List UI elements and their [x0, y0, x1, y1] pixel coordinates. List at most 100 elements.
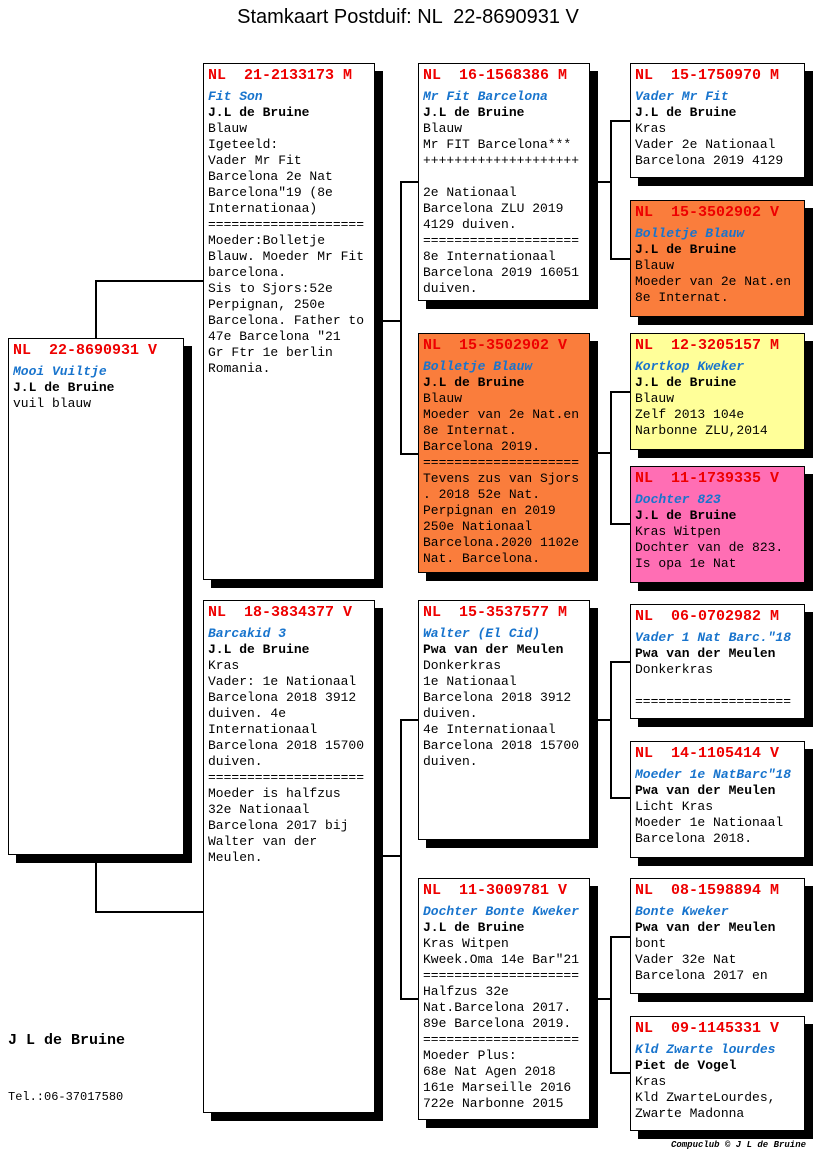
pigeon-detail-line: Halfzus 32e — [423, 984, 509, 999]
pigeon-detail-line: 722e Narbonne 2015 — [423, 1096, 564, 1111]
ring-number: NL 12-3205157 M — [635, 337, 780, 354]
pigeon-detail-line: Kld ZwarteLourdes, — [635, 1090, 776, 1105]
ring-number: NL 21-2133173 M — [208, 67, 353, 84]
pigeon-detail-line: Nat. Barcelona. — [423, 551, 541, 566]
pigeon-detail-line: . 2018 52e Nat. — [423, 487, 541, 502]
pigeon-detail-line: Perpignan en 2019 — [423, 503, 556, 518]
pigeon-detail-line: Moeder van 2e Nat.en — [423, 407, 580, 422]
owner-name: J.L de Bruine — [208, 105, 310, 120]
owner-name: J.L de Bruine — [635, 508, 737, 523]
connector-line — [610, 661, 630, 663]
pedigree-box-g4-6: NL 14-1105414 V Moeder 1e NatBarc"18 Pwa… — [630, 741, 805, 858]
connector-line — [400, 181, 402, 455]
connector-line — [400, 719, 402, 1000]
pigeon-detail-line: 161e Marseille 2016 — [423, 1080, 572, 1095]
owner-name: J.L de Bruine — [13, 380, 115, 395]
pigeon-detail-line: 89e Barcelona 2019. — [423, 1016, 572, 1031]
pedigree-box-dam-dam: NL 11-3009781 V Dochter Bonte Kweker J.L… — [418, 878, 590, 1120]
ring-number: NL 15-1750970 M — [635, 67, 780, 84]
pigeon-detail-line: ==================== — [635, 694, 792, 709]
compuclub-credit: Compuclub © J L de Bruine — [670, 1140, 806, 1150]
pigeon-detail-line: bont — [635, 936, 667, 951]
connector-line — [610, 661, 612, 799]
connector-line — [400, 453, 418, 455]
pigeon-detail-line: Blauw — [423, 391, 463, 406]
owner-name: J.L de Bruine — [423, 920, 525, 935]
pigeon-detail-line: vuil blauw — [13, 396, 92, 411]
connector-line — [590, 998, 610, 1000]
connector-line — [400, 181, 418, 183]
pigeon-detail-line: Igeteeld: — [208, 137, 279, 152]
pigeon-name: Fit Son — [208, 89, 263, 104]
pigeon-name: Dochter Bonte Kweker — [423, 904, 580, 919]
pedigree-box-g4-1: NL 15-1750970 M Vader Mr Fit J.L de Brui… — [630, 63, 805, 178]
pigeon-detail-line: Zelf 2013 104e — [635, 407, 745, 422]
ring-number: NL 15-3502902 V — [423, 337, 568, 354]
pigeon-detail-line: Moeder van 2e Nat.en — [635, 274, 792, 289]
pigeon-details: vuil blauw — [13, 396, 179, 412]
pedigree-box-subject: NL 22-8690931 V Mooi Vuiltje J.L de Brui… — [8, 338, 184, 855]
pigeon-detail-line: Is opa 1e Nat — [635, 556, 737, 571]
card-owner-name: J L de Bruine — [8, 1032, 126, 1049]
page-title: Stamkaart Postduif: NL 22-8690931 V — [237, 6, 579, 28]
pigeon-detail-line: Mr FIT Barcelona*** — [423, 137, 572, 152]
pigeon-name: Bolletje Blauw — [635, 226, 745, 241]
connector-line — [590, 719, 610, 721]
ring-number: NL 22-8690931 V — [13, 342, 158, 359]
pigeon-detail-line — [635, 678, 800, 694]
owner-name: J.L de Bruine — [423, 105, 525, 120]
connector-line — [95, 280, 97, 340]
owner-name: Pwa van der Meulen — [635, 920, 776, 935]
pigeon-detail-line: Barcelona 2019 4129 — [635, 153, 784, 168]
pigeon-name: Kld Zwarte lourdes — [635, 1042, 776, 1057]
pigeon-detail-line: 8e Internationaal — [423, 249, 556, 264]
ring-number: NL 09-1145331 V — [635, 1020, 780, 1037]
connector-line — [590, 181, 610, 183]
pigeon-detail-line: barcelona. — [208, 265, 287, 280]
pigeon-detail-line: Moeder 1e Nationaal — [635, 815, 784, 830]
pigeon-detail-line: Moeder:Bolletje — [208, 233, 326, 248]
connector-line — [610, 258, 630, 260]
pigeon-detail-line: Barcelona 2019. — [423, 439, 541, 454]
ring-number: NL 18-3834377 V — [208, 604, 353, 621]
pigeon-detail-line: ==================== — [208, 770, 365, 785]
connector-line — [375, 320, 400, 322]
pigeon-detail-line: Barcelona 2018 3912 — [208, 690, 357, 705]
pedigree-box-sire: NL 21-2133173 M Fit Son J.L de Bruine Bl… — [203, 63, 375, 580]
pigeon-detail-line: Blauw — [635, 391, 675, 406]
pigeon-detail-line: Moeder is halfzus — [208, 786, 341, 801]
pigeon-name: Walter (El Cid) — [423, 626, 541, 641]
owner-name: Pwa van der Meulen — [635, 783, 776, 798]
pigeon-detail-line: Licht Kras — [635, 799, 714, 814]
pigeon-detail-line: Barcelona 2019 16051 — [423, 265, 580, 280]
pigeon-name: Vader Mr Fit — [635, 89, 729, 104]
pedigree-box-g4-3: NL 12-3205157 M Kortkop Kweker J.L de Br… — [630, 333, 805, 450]
pigeon-detail-line: Gr Ftr 1e berlin — [208, 345, 333, 360]
pigeon-detail-line: Blauw. Moeder Mr Fit — [208, 249, 365, 264]
pigeon-detail-line: Kras — [208, 658, 240, 673]
owner-name: Piet de Vogel — [635, 1058, 737, 1073]
connector-line — [400, 719, 418, 721]
ring-number: NL 14-1105414 V — [635, 745, 780, 762]
pigeon-detail-line: Barcelona. Father to — [208, 313, 365, 328]
pigeon-detail-line: 8e Internat. — [635, 290, 729, 305]
connector-line — [610, 936, 612, 1074]
pigeon-detail-line: Kras Witpen — [423, 936, 509, 951]
pigeon-detail-line: ==================== — [208, 217, 365, 232]
ring-number: NL 11-3009781 V — [423, 882, 568, 899]
pigeon-detail-line: Internationaa) — [208, 201, 318, 216]
pigeon-detail-line: Barcelona.2020 1102e — [423, 535, 580, 550]
connector-line — [610, 797, 630, 799]
pigeon-detail-line: duiven. — [423, 281, 478, 296]
pigeon-detail-line: 47e Barcelona "21 — [208, 329, 341, 344]
pigeon-detail-line: Barcelona 2017 en — [635, 968, 768, 983]
pigeon-detail-line: 8e Internat. — [423, 423, 517, 438]
owner-name: J.L de Bruine — [423, 375, 525, 390]
pigeon-detail-line: Perpignan, 250e — [208, 297, 326, 312]
